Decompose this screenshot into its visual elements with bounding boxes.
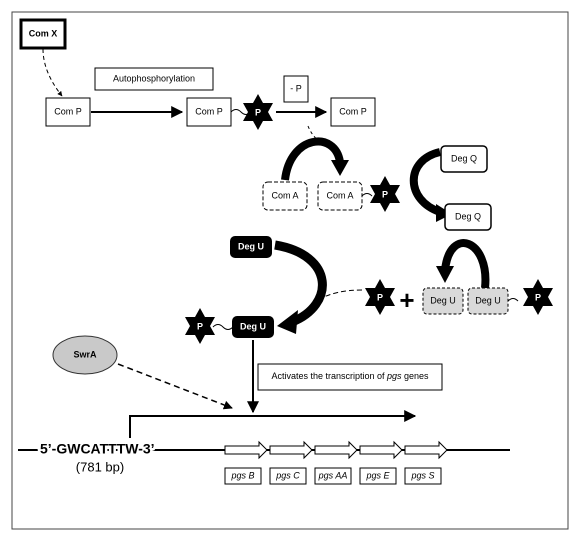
comx-label: Com X bbox=[29, 28, 58, 38]
comx-box: Com X bbox=[19, 18, 67, 50]
gene-label: pgs E bbox=[365, 470, 390, 480]
minus-p-label: - P bbox=[290, 83, 302, 93]
gene-cluster: pgs B pgs C pgs AA pgs E pgs S bbox=[224, 440, 448, 485]
degu-gray-label-1: Deg U bbox=[430, 295, 456, 305]
degu-curve bbox=[274, 240, 327, 327]
gene-label-box bbox=[224, 467, 262, 485]
transcription-start-arrow bbox=[129, 410, 417, 438]
gene-arrow bbox=[359, 440, 403, 460]
gene-label-box bbox=[314, 467, 352, 485]
figure-frame bbox=[11, 11, 569, 530]
minus-p-box: - P bbox=[283, 75, 309, 103]
gene-label: pgs AA bbox=[318, 470, 348, 480]
promoter-length: (781 bp) bbox=[76, 459, 124, 474]
autophos-label-box: Autophosphorylation bbox=[94, 67, 214, 91]
phosphate-star-3: P bbox=[523, 279, 553, 315]
degq-box-2: Deg Q bbox=[444, 203, 492, 231]
phosphate-label-2: P bbox=[382, 189, 388, 199]
degq-label-1: Deg Q bbox=[451, 153, 477, 163]
degu-black-box-2: Deg U bbox=[232, 316, 274, 338]
degu-gray-box-1: Deg U bbox=[422, 287, 464, 315]
phosphate-star-2: P bbox=[370, 176, 400, 212]
degu-phos-curve bbox=[441, 239, 490, 289]
phosphate-label-3: P bbox=[535, 292, 541, 302]
degu-phos-arrowhead bbox=[436, 266, 454, 283]
bond-line bbox=[507, 298, 519, 302]
gene-label: pgs C bbox=[275, 470, 300, 480]
phosphate-star-5: P bbox=[185, 308, 215, 344]
comp-box-1: Com P bbox=[45, 97, 91, 127]
coma-box-1: Com A bbox=[262, 181, 308, 211]
degu-black-box-1: Deg U bbox=[230, 236, 272, 258]
phosphate-label-4: P bbox=[377, 292, 383, 302]
gene-label: pgs B bbox=[230, 470, 254, 480]
coma-label-1: Com A bbox=[271, 190, 298, 200]
swra-label: SwrA bbox=[73, 349, 97, 359]
activates-label-box: Activates the transcription of pgs genes bbox=[257, 363, 443, 391]
promoter-sequence: 5’-GWCATTTW-3’ bbox=[40, 441, 155, 457]
coma-activation-arrowhead bbox=[331, 160, 349, 176]
phosphate-label-1: P bbox=[255, 107, 261, 117]
phosphate-label-5: P bbox=[197, 321, 203, 331]
activates-label: Activates the transcription of pgs genes bbox=[271, 371, 429, 381]
comp-label-3: Com P bbox=[339, 106, 367, 116]
phosphate-star-1: P bbox=[243, 94, 273, 130]
plus-sign: + bbox=[399, 285, 414, 315]
bond-line bbox=[361, 193, 373, 197]
comp-label-2: Com P bbox=[195, 106, 223, 116]
comp-label-1: Com P bbox=[54, 106, 82, 116]
comp-box-2: Com P bbox=[186, 97, 232, 127]
swra-ellipse: SwrA bbox=[52, 335, 118, 375]
gene-label-box bbox=[359, 467, 397, 485]
phosphate-star-4: P bbox=[365, 279, 395, 315]
degu-black-label-2: Deg U bbox=[240, 321, 266, 331]
autophos-label: Autophosphorylation bbox=[113, 73, 195, 83]
coma-box-2: Com A bbox=[317, 181, 363, 211]
degu-gray-box-2: Deg U bbox=[467, 287, 509, 315]
coma-label-2: Com A bbox=[326, 190, 353, 200]
degq-arrowhead bbox=[436, 204, 452, 222]
degu-gray-label-2: Deg U bbox=[475, 295, 501, 305]
coma-activation-curve bbox=[281, 137, 344, 181]
gene-label-box bbox=[404, 467, 442, 485]
gene-label-box bbox=[269, 467, 307, 485]
gene-arrow bbox=[224, 440, 268, 460]
gene-label: pgs S bbox=[410, 470, 434, 480]
gene-arrow bbox=[269, 440, 313, 460]
comx-signal-arrow bbox=[42, 48, 63, 97]
swra-arrow bbox=[117, 363, 233, 410]
degq-curve bbox=[409, 148, 442, 216]
degu-arrowhead bbox=[277, 310, 298, 334]
gene-arrow bbox=[314, 440, 358, 460]
comp-box-3: Com P bbox=[330, 97, 376, 127]
degu-black-label-1: Deg U bbox=[238, 241, 264, 251]
gene-arrow bbox=[404, 440, 448, 460]
bond-line bbox=[212, 324, 234, 330]
degq-label-2: Deg Q bbox=[455, 211, 481, 221]
degq-box-1: Deg Q bbox=[440, 145, 488, 173]
